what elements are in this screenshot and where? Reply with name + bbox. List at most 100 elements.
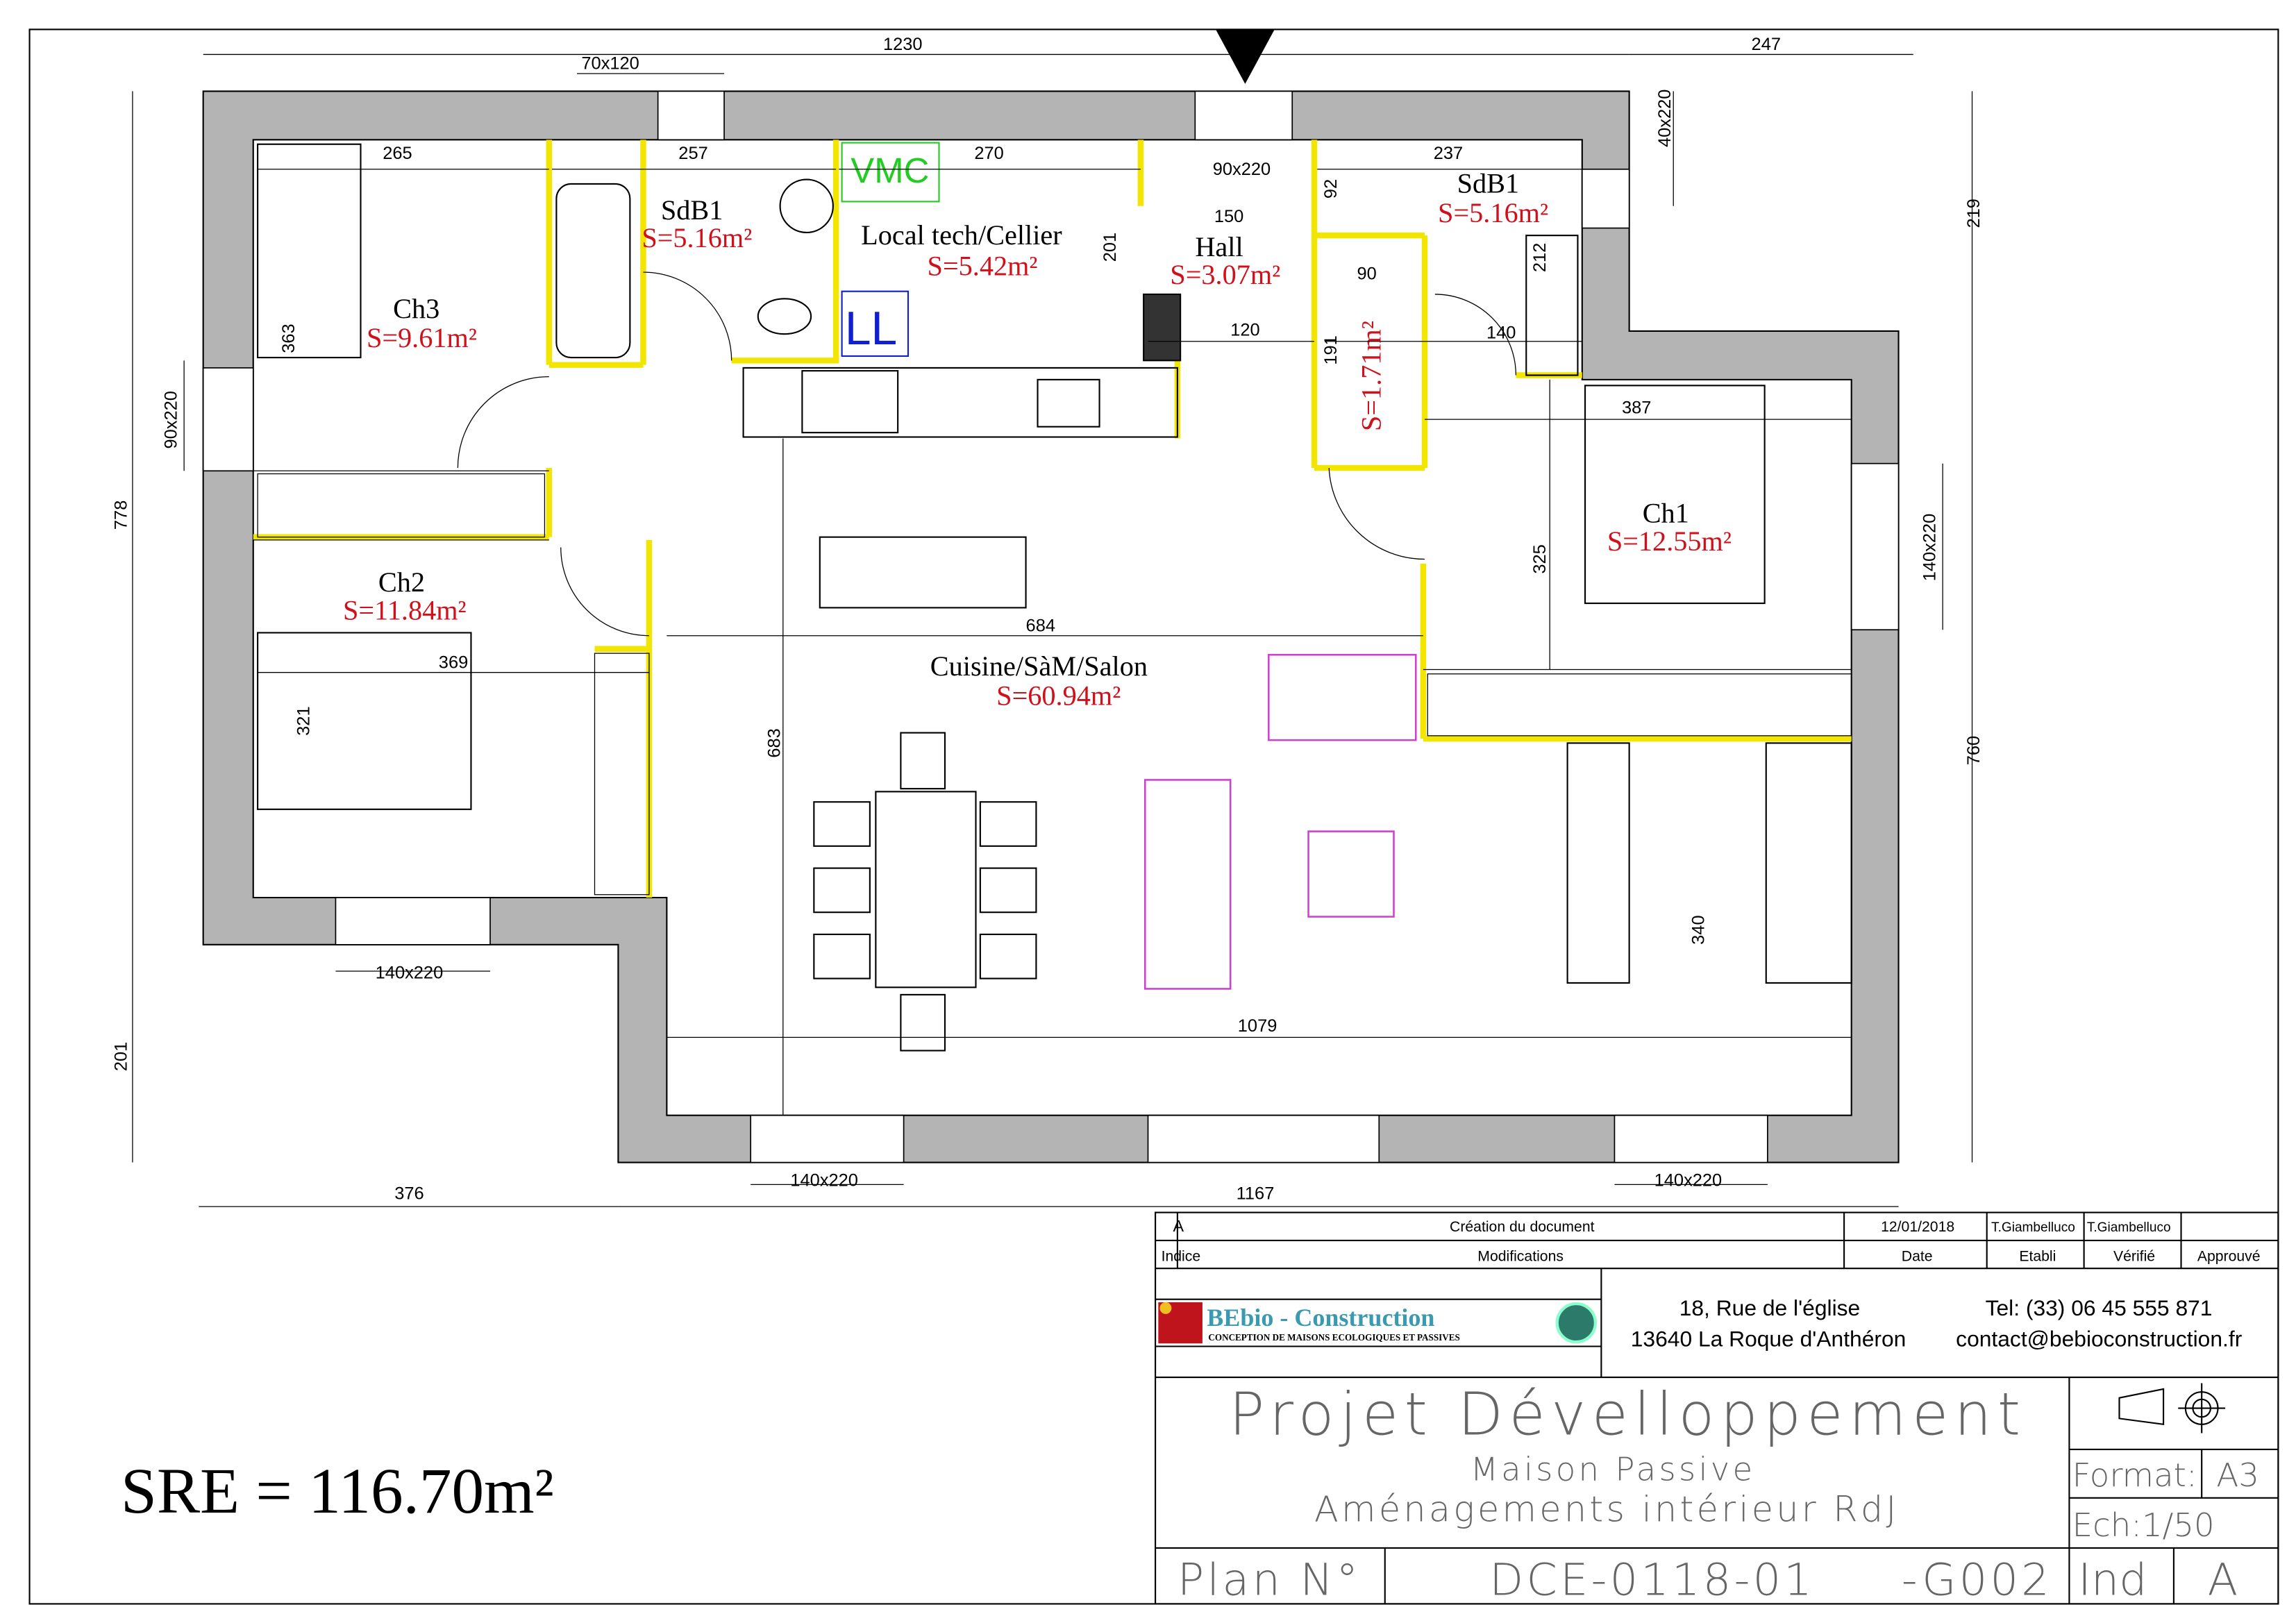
sofa-2	[1143, 779, 1232, 990]
rooms-0-name: Ch3	[393, 293, 439, 324]
dims-d340: 340	[1689, 915, 1709, 944]
sofa-1	[1268, 653, 1417, 741]
title-block-email: contact@bebioconstruction.fr	[1956, 1327, 2243, 1352]
toilet	[757, 298, 812, 335]
living-furniture	[1143, 653, 1417, 990]
title-block-scale: Ech:1/50	[2072, 1506, 2215, 1544]
projection-symbol-icon	[2118, 1383, 2226, 1433]
rooms-5-area: S=1.71m²	[1355, 321, 1386, 431]
dims-d1079: 1079	[1238, 1016, 1277, 1036]
rooms-7-name: Cuisine/SàM/Salon	[930, 650, 1148, 682]
dims-d219: 219	[1964, 199, 1984, 228]
openings-3: 90x220	[162, 391, 181, 448]
title-block-h-index: Indice	[1162, 1249, 1201, 1265]
hall-radiator	[1143, 293, 1182, 362]
bathtub	[555, 183, 631, 359]
wardrobe-hatching	[257, 473, 1852, 895]
dims-d321: 321	[294, 706, 313, 735]
armchair	[1307, 830, 1395, 918]
rooms-3-area: S=3.07m²	[1170, 259, 1280, 290]
sink	[779, 178, 834, 233]
title-block-address-line2: 13640 La Roque d'Anthéron	[1631, 1327, 1907, 1352]
sheet-overall-top-dims-0: 1230	[883, 35, 923, 54]
dims-d201: 201	[111, 1042, 131, 1071]
dining-chairs	[813, 732, 1037, 1052]
sheet-overall-top-dims-1: 247	[1752, 35, 1781, 54]
title-block-logo-name: BEbio - Construction	[1207, 1304, 1434, 1331]
title-block-rev-description: Création du document	[1450, 1219, 1595, 1235]
rooms-6-area: S=11.84m²	[343, 594, 467, 625]
rooms-8-name: Ch1	[1643, 497, 1689, 528]
ll-label: LL	[845, 303, 897, 355]
dims-d369: 369	[439, 653, 468, 672]
title-block-rev-index: A	[1173, 1217, 1184, 1235]
kitchen-sink	[1037, 378, 1100, 428]
dims-d140: 140	[1486, 323, 1516, 343]
dims-d120: 120	[1230, 320, 1259, 339]
title-block-rev-checked: T.Giambelluco	[2087, 1220, 2171, 1235]
rooms-4-area: S=5.16m²	[1438, 197, 1548, 228]
dims-d212: 212	[1530, 243, 1550, 272]
title-block-ind-value: A	[2208, 1554, 2238, 1606]
dims-d683: 683	[765, 728, 785, 757]
title-block-format-value: A3	[2216, 1456, 2259, 1494]
title-block-h-drawn: Etabli	[2019, 1249, 2056, 1265]
rooms-6-name: Ch2	[378, 566, 425, 598]
dims-d201a: 201	[1100, 233, 1120, 262]
title-block-h-checked: Vérifié	[2113, 1249, 2155, 1265]
dims-d92: 92	[1321, 179, 1341, 199]
title-block-address-line1: 18, Rue de l'église	[1679, 1295, 1861, 1320]
dims-d387: 387	[1622, 398, 1651, 418]
openings-7: 140x220	[1654, 1170, 1723, 1190]
dims-d684: 684	[1026, 616, 1055, 635]
dining-table	[875, 791, 977, 989]
bed-ch2	[257, 632, 472, 810]
dims-d270: 270	[974, 144, 1003, 163]
title-block-project-title: Projet Dévelloppement	[1229, 1380, 2027, 1449]
shower-sdb1-right	[1525, 235, 1579, 376]
openings-0: 70x120	[581, 54, 639, 74]
title-block-plan-suffix: -G002	[1902, 1554, 2052, 1606]
dims-d376: 376	[394, 1184, 424, 1204]
dims-d90: 90	[1357, 264, 1376, 284]
thin-partitions	[253, 271, 1852, 1116]
title-block-rev-drawn: T.Giambelluco	[1991, 1220, 2075, 1235]
company-contact: 18, Rue de l'église 13640 La Roque d'Ant…	[1631, 1295, 2243, 1352]
title-block-h-modifications: Modifications	[1477, 1249, 1564, 1265]
rooms-8-area: S=12.55m²	[1607, 525, 1732, 557]
title-block-subtitle2: Aménagements intérieur RdJ	[1314, 1489, 1900, 1530]
rooms-1-name: SdB1	[661, 194, 723, 226]
dims-d265: 265	[383, 144, 412, 163]
bed-ch3	[257, 143, 362, 359]
title-block-h-approved: Approuvé	[2197, 1249, 2261, 1265]
rooms-4-name: SdB1	[1457, 168, 1520, 199]
dims-d325: 325	[1530, 544, 1550, 573]
dims-d237: 237	[1434, 144, 1463, 163]
dimension-values: 1230 247 70x120 90x220 40x220 90x220 140…	[111, 35, 1984, 1203]
rooms-0-area: S=9.61m²	[367, 322, 477, 353]
title-block-logo-tagline: CONCEPTION DE MAISONS ECOLOGIQUES ET PAS…	[1208, 1332, 1459, 1343]
rooms-7-area: S=60.94m²	[996, 680, 1121, 711]
title-block-phone: Tel: (33) 06 45 555 871	[1986, 1295, 2213, 1320]
dims-d760: 760	[1964, 736, 1984, 765]
company-logo: BEbio - Construction CONCEPTION DE MAISO…	[1158, 1302, 1598, 1344]
title-block-h-date: Date	[1902, 1249, 1933, 1265]
kitchen-counter	[742, 367, 1178, 438]
desk-ch1-2	[1765, 742, 1852, 984]
rooms-2-area: S=5.42m²	[928, 250, 1038, 281]
title-block-subtitle1: Maison Passive	[1470, 1450, 1756, 1488]
openings-4: 140x220	[1920, 514, 1940, 582]
dims-d778: 778	[111, 501, 131, 530]
rooms-1-area: S=5.16m²	[642, 222, 752, 253]
dims-d150: 150	[1214, 207, 1243, 226]
dims-d363: 363	[279, 323, 299, 353]
wall-openings	[202, 90, 1900, 1163]
vmc-box	[841, 142, 940, 203]
dimension-lines	[132, 53, 1973, 1207]
north-arrow-icon	[1216, 29, 1275, 84]
vmc-label: VMC	[850, 151, 929, 190]
title-block	[1155, 1211, 2279, 1605]
title-block-plan-number: DCE-0118-01	[1489, 1554, 1815, 1606]
project-info: Projet Dévelloppement Maison Passive Amé…	[1178, 1380, 2259, 1606]
